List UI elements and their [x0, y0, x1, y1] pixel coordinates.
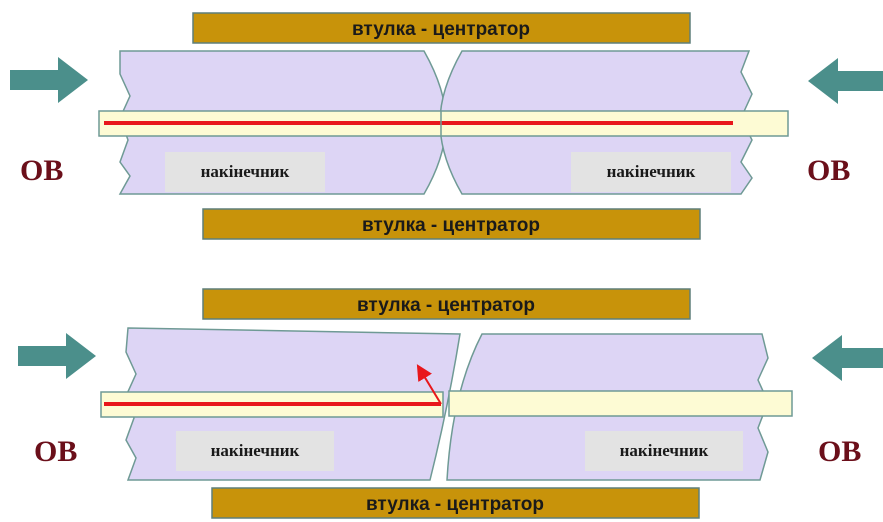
panel-angled: втулка - центратор накінечник накінечник… [18, 288, 883, 519]
sleeve-bottom-2 [211, 487, 700, 519]
ov-right-1: ОВ [807, 154, 850, 187]
ferrule-left-2-label-box [176, 431, 334, 471]
sleeve-bottom-1-label: втулка - центратор [362, 215, 540, 236]
ferrule-left-1-label: накінечник [201, 162, 290, 181]
ferrule-right-1-label-box [571, 152, 731, 192]
sleeve-top-2-label: втулка - центратор [357, 295, 535, 316]
sleeve-top-1-label: втулка - центратор [352, 19, 530, 40]
ferrule-right-1-label: накінечник [607, 162, 696, 181]
ov-left-2: ОВ [34, 435, 77, 468]
sleeve-bottom-1 [202, 208, 701, 240]
sleeve-top-2 [202, 288, 691, 320]
arrow-right-icon [18, 333, 96, 379]
fiber-right-2 [448, 390, 793, 417]
reflection-arrow [416, 364, 442, 405]
ferrule-right-2-label-box [585, 431, 743, 471]
sleeve-top-1 [192, 12, 691, 44]
arrow-right-icon [10, 57, 88, 103]
sleeve-bottom-2-label: втулка - центратор [366, 494, 544, 515]
arrow-left-icon [812, 335, 883, 381]
ferrule-right-2-label: накінечник [620, 441, 709, 460]
ferrule-left-2-label: накінечник [211, 441, 300, 460]
ov-right-2: ОВ [818, 435, 861, 468]
ferrule-left-1-label-box [165, 152, 325, 192]
ov-left-1: ОВ [20, 154, 63, 187]
arrow-left-icon [808, 58, 883, 104]
panel-aligned: втулка - центратор накінечник накінечник… [10, 12, 883, 240]
